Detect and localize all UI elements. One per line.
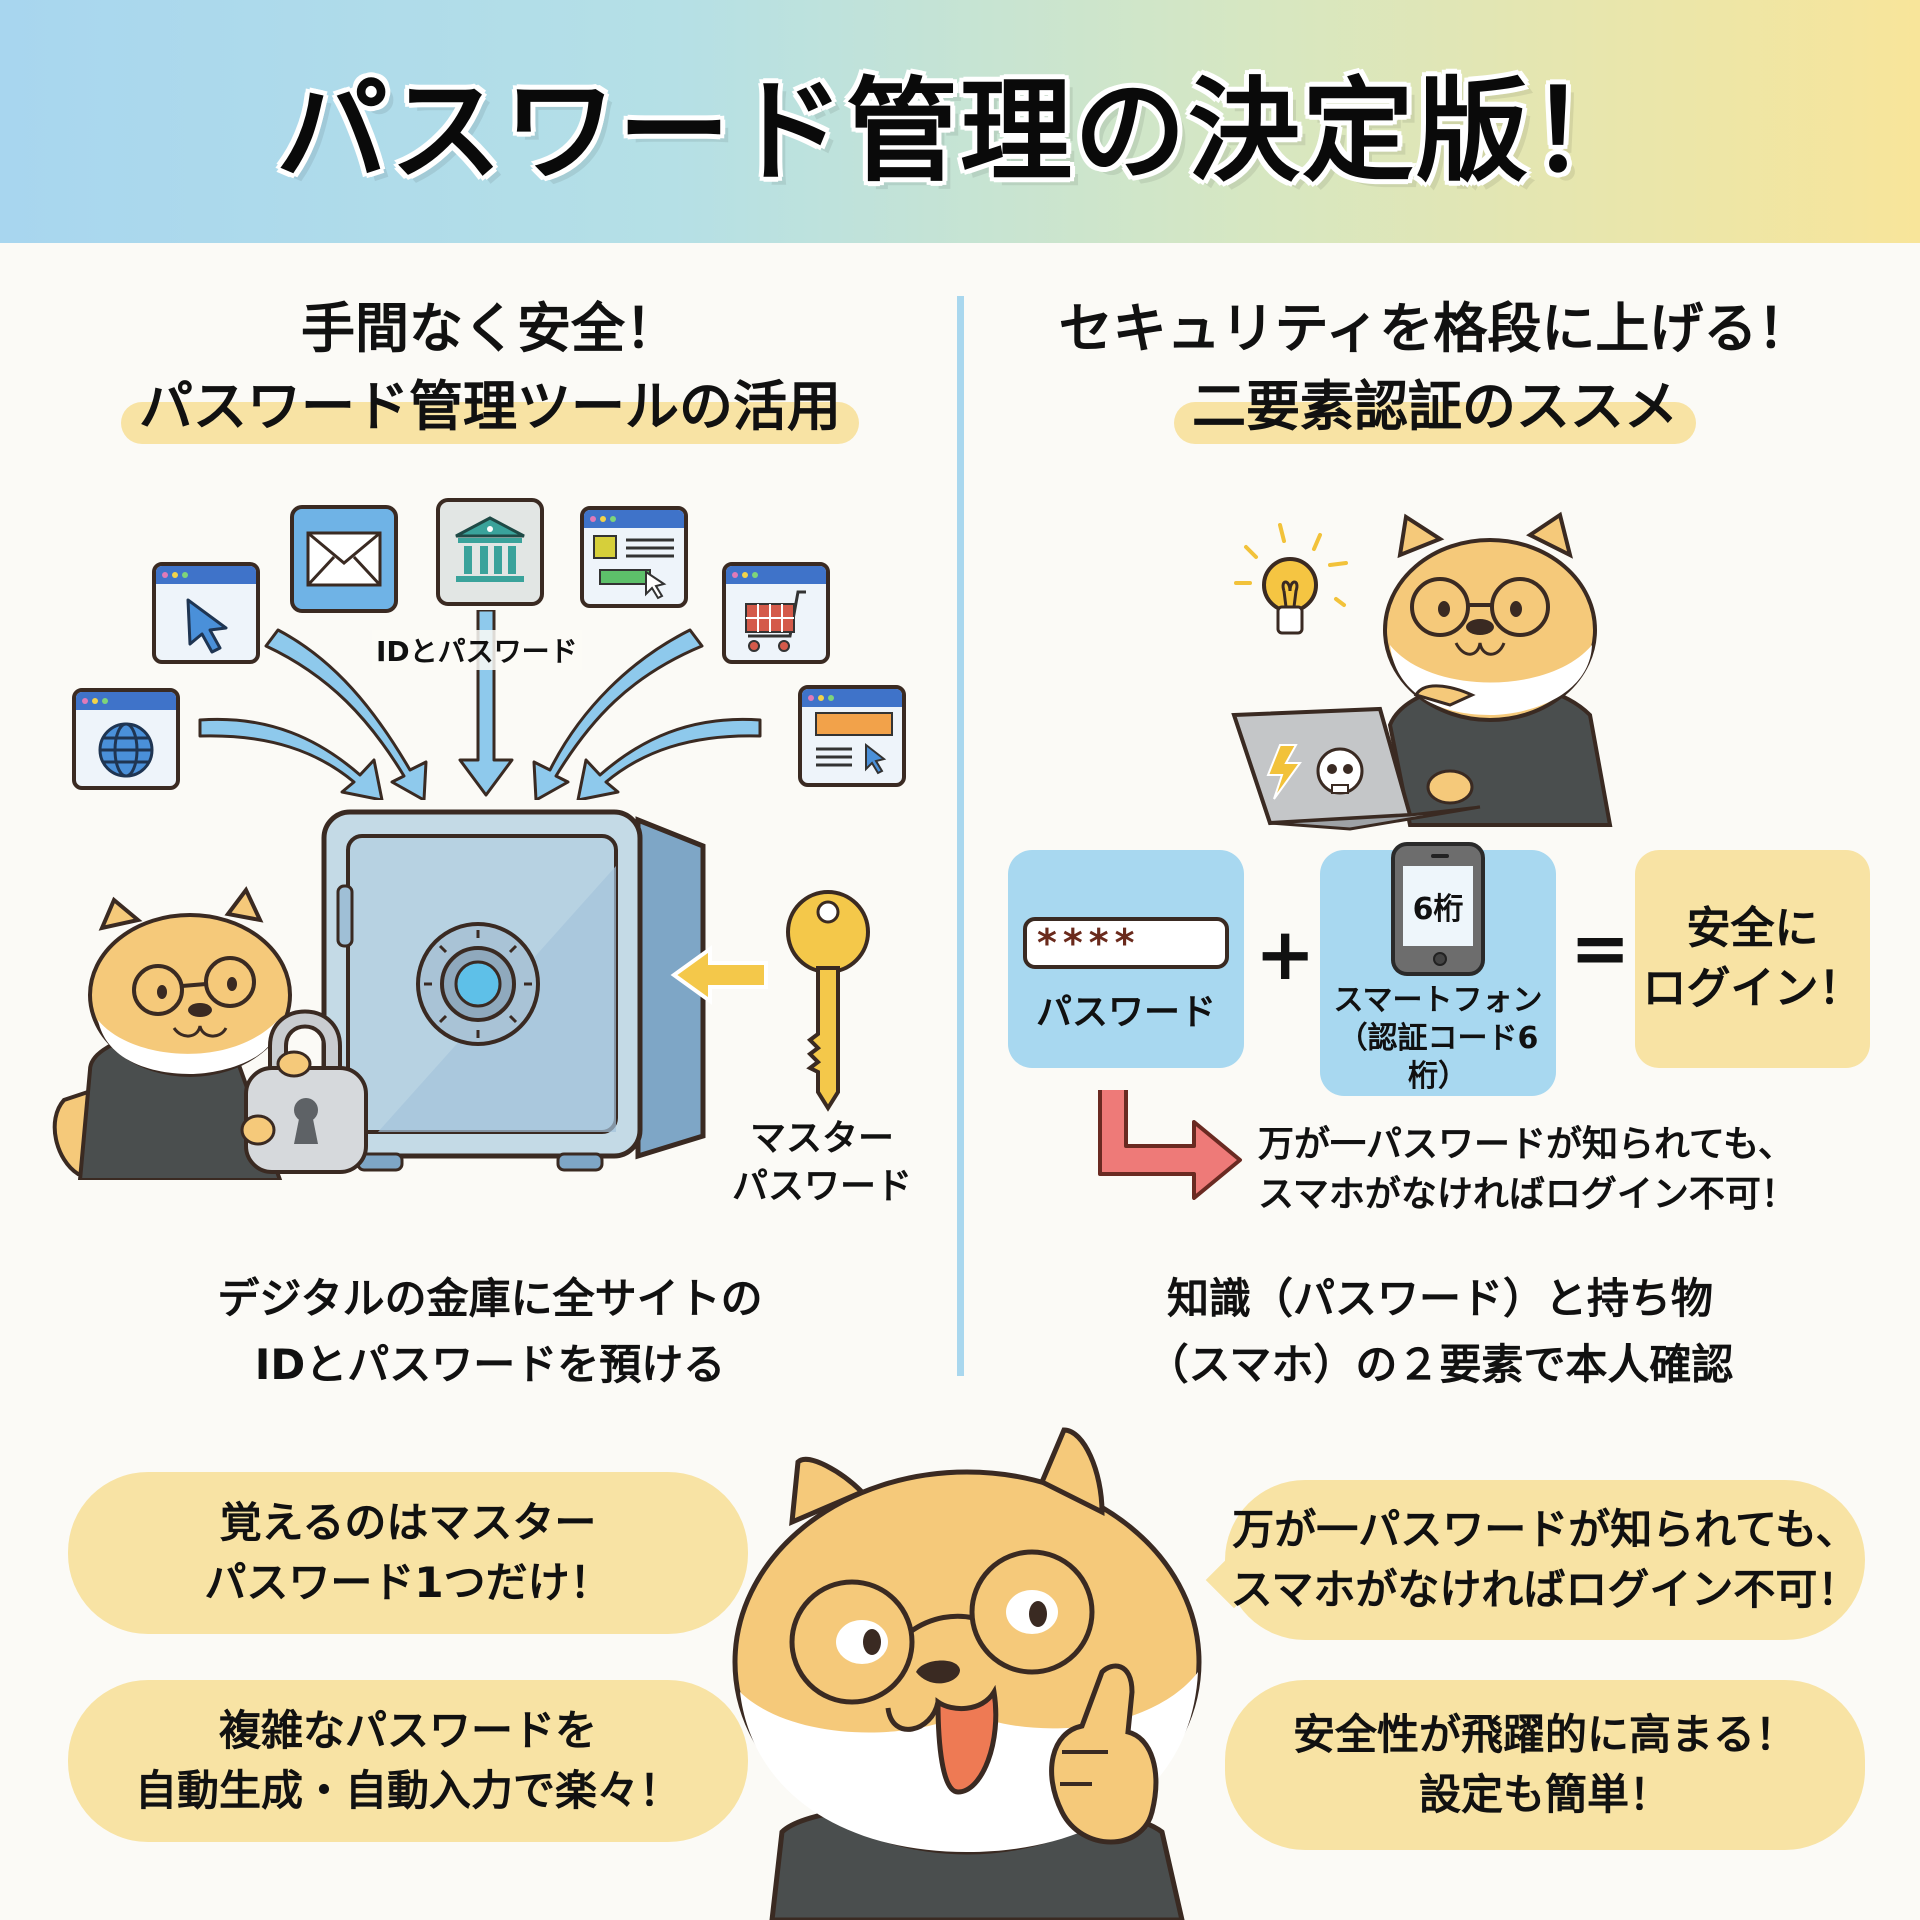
bank-icon: [436, 498, 544, 606]
right-caption: 知識（パスワード）と持ち物 （スマホ）の２要素で本人確認: [1146, 1274, 1734, 1389]
mascot-thumbs-up: [732, 1427, 1202, 1920]
key-icon: [786, 890, 870, 1112]
id-password-label: IDとパスワード: [372, 630, 582, 670]
left-section-heading: 手間なく安全！ パスワード管理ツールの活用: [40, 290, 940, 446]
mail-icon: [290, 505, 398, 613]
speech-bubble-master-password: 覚えるのはマスターパスワード1つだけ！: [68, 1472, 748, 1634]
converging-arrows-icon: [198, 610, 762, 800]
globe-icon: [72, 688, 180, 790]
password-label: パスワード: [1035, 992, 1216, 1033]
safe-icon: [321, 809, 706, 1172]
arrow-left-icon: [670, 945, 768, 1005]
password-factor-card: **** パスワード: [1008, 850, 1244, 1068]
speech-bubble-security-boost: 安全性が飛躍的に高まる！設定も簡単！: [1225, 1680, 1865, 1850]
left-caption: デジタルの金庫に全サイトの IDとパスワードを預ける: [217, 1274, 763, 1389]
mascot-with-padlock: [52, 886, 368, 1180]
cart-icon: [722, 562, 830, 664]
right-section-heading: セキュリティを格段に上げる！ 二要素認証のススメ: [990, 290, 1880, 446]
right-heading-line1: セキュリティを格段に上げる！: [1058, 297, 1812, 360]
speech-bubble-auto-generate: 複雑なパスワードを自動生成・自動入力で楽々！: [68, 1680, 748, 1842]
bent-arrow-icon: [1098, 1090, 1242, 1200]
page-title: パスワード管理の決定版！: [276, 66, 1644, 197]
smartphone-label: スマートフォン （認証コード6桁）: [1333, 983, 1543, 1094]
column-divider: [957, 296, 964, 1376]
cursor-icon: [152, 562, 260, 664]
password-field: ****: [1023, 917, 1229, 969]
left-heading-line1: 手間なく安全！: [301, 297, 679, 360]
mascot-with-laptop: [1231, 511, 1613, 831]
right-heading-line2: 二要素認証のススメ: [1174, 368, 1696, 446]
header-banner: パスワード管理の決定版！: [0, 0, 1920, 243]
smartphone-factor-card: 6桁 スマートフォン （認証コード6桁）: [1320, 842, 1556, 1096]
smartphone-icon: 6桁: [1391, 842, 1485, 976]
plus-sign: +: [1255, 912, 1316, 996]
speech-bubble-login-blocked: 万が一パスワードが知られても、スマホがなければログイン不可！: [1225, 1480, 1865, 1640]
left-heading-line2: パスワード管理ツールの活用: [121, 368, 859, 446]
result-card: 安全に ログイン！: [1635, 850, 1870, 1068]
web-page-icon: [798, 685, 906, 787]
phone-screen-code: 6桁: [1403, 866, 1473, 946]
equals-sign: =: [1570, 906, 1631, 990]
form-icon: [580, 506, 688, 608]
master-password-label: マスター パスワード: [732, 1118, 913, 1207]
two-factor-note: 万が一パスワードが知られても、 スマホがなければログイン不可！: [1258, 1124, 1797, 1215]
